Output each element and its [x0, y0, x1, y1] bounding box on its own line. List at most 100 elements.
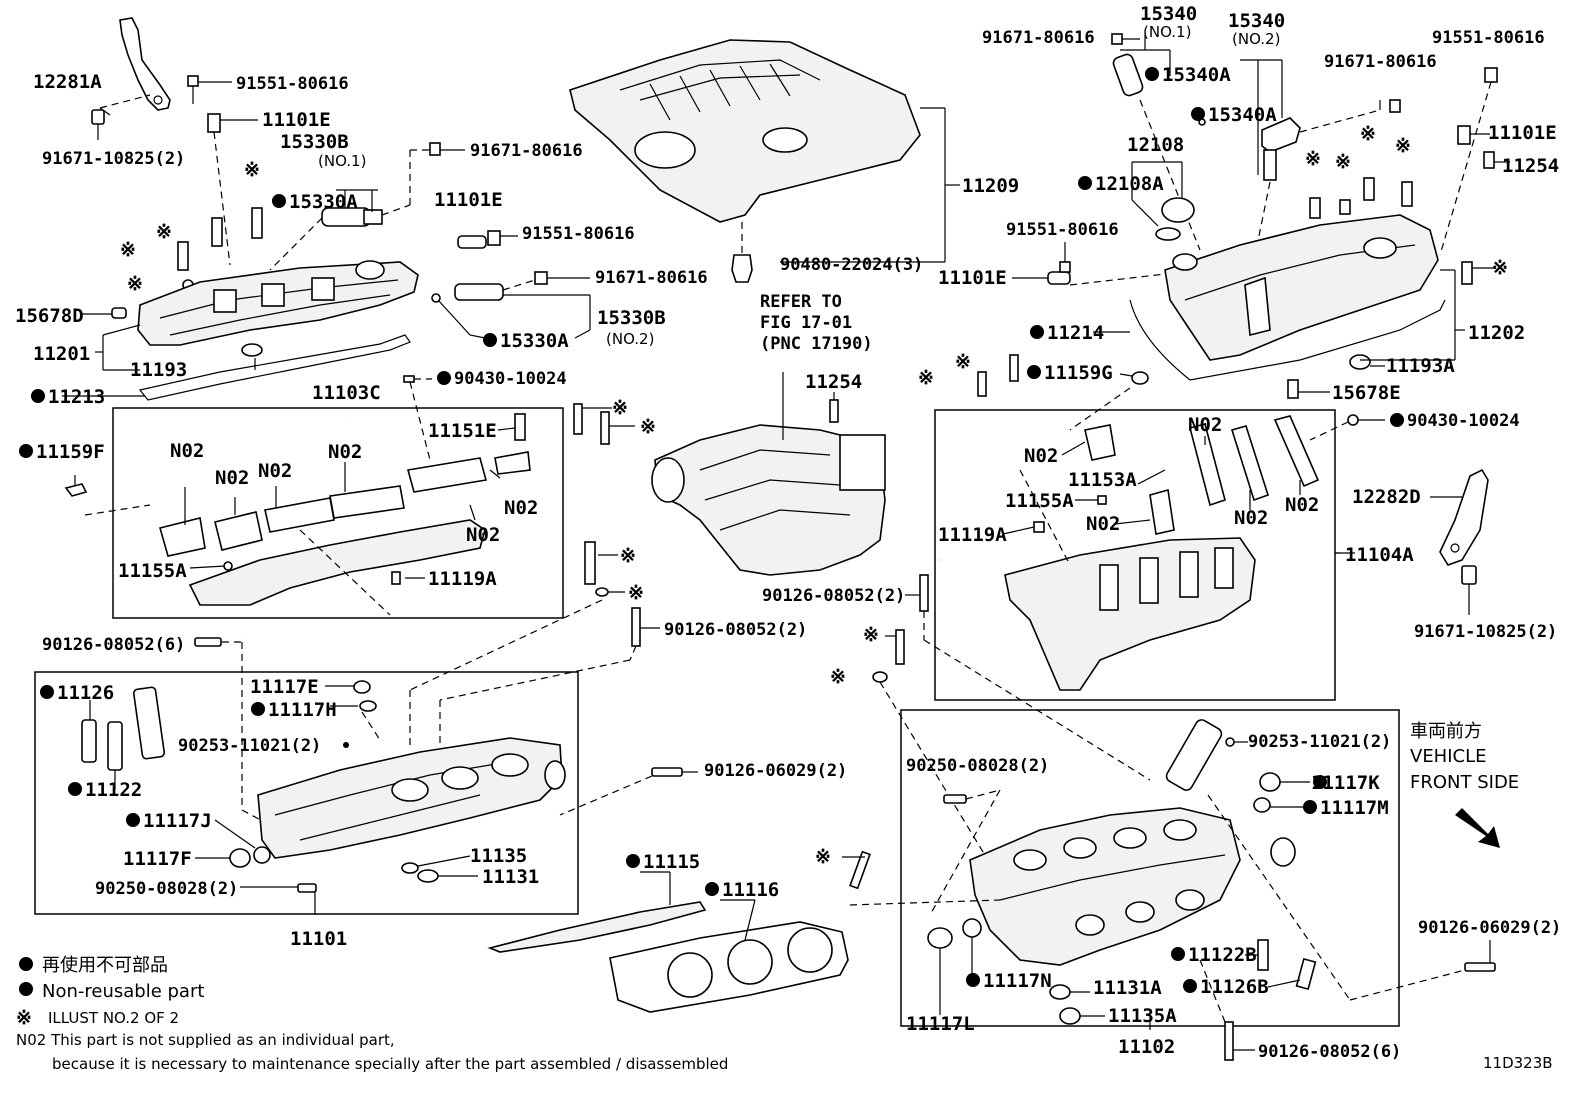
label-11117e: 11117E [250, 676, 319, 698]
bolts-11151e [497, 403, 635, 445]
label-n02-10: N02 [1234, 507, 1268, 529]
box-11103c [112, 407, 564, 619]
label-15678e: 15678E [1332, 382, 1401, 404]
intake-manifold [651, 372, 886, 576]
label-91551-80616-b: 91551-80616 [522, 224, 635, 244]
label-91551-80616-c: 91551-80616 [1432, 28, 1545, 48]
label-15330b-a: 15330B [280, 131, 349, 153]
camshaft-housing-right [1002, 387, 1355, 691]
label-11117j: 11117J [143, 810, 212, 832]
legend-en: Non-reusable part [42, 981, 204, 1002]
label-15678d: 15678D [15, 305, 84, 327]
star-mark: ※ [1395, 135, 1411, 157]
star-mark: ※ [628, 582, 644, 604]
cylinder-head-cover-11202 [1093, 214, 1465, 399]
label-15340-no2-no: (NO.2) [1232, 30, 1280, 48]
bolts-11159g [977, 354, 1149, 397]
star-mark: ※ [640, 416, 656, 438]
label-91671-80616-c: 91671-80616 [982, 28, 1095, 48]
star-mark: ※ [244, 159, 260, 181]
ocv-15340-no2 [1198, 59, 1381, 281]
label-15340-no2: 15340 [1228, 10, 1285, 32]
label-90126-08052-6-b: 90126-08052(6) [1258, 1042, 1401, 1062]
label-90126-06029-b: 90126-06029(2) [1418, 918, 1561, 938]
label-11131a: 11131A [1093, 977, 1162, 999]
label-n02-6: N02 [466, 524, 500, 546]
ocv-15330a-left [269, 142, 465, 271]
label-11151e: 11151E [428, 420, 497, 442]
label-n02-8: N02 [1024, 445, 1058, 467]
legend-dot-icon [19, 957, 33, 971]
label-11103c: 11103C [312, 382, 381, 404]
label-91671-10825-a: 91671-10825(2) [42, 149, 185, 169]
label-11159g: 11159G [1044, 362, 1113, 384]
label-15330a-b: 15330A [500, 330, 569, 352]
brackets-11201-leads [62, 313, 256, 397]
vehicle-front-arrow-icon [1455, 808, 1500, 848]
label-11115: 11115 [643, 851, 700, 873]
grommet-90480 [731, 222, 753, 283]
direction-en-2: FRONT SIDE [1410, 772, 1519, 793]
ocv-11101e-right-center [1012, 242, 1201, 286]
nonreusable-dot-icon [1313, 775, 1327, 789]
label-n02-3: N02 [258, 460, 292, 482]
label-fig-17-01: FIG 17-01 [760, 313, 852, 333]
label-11254-a: 11254 [805, 371, 862, 393]
legend-n02-note-1: N02 This part is not supplied as an indi… [16, 1031, 395, 1049]
label-91671-80616-b: 91671-80616 [595, 268, 708, 288]
ocv-15330a-lower-left [431, 230, 591, 339]
legend-jp: 再使用不可部品 [42, 955, 168, 976]
bolt-91671-10825-left [91, 109, 105, 140]
label-90253-11021-a: 90253-11021(2) [178, 736, 321, 756]
star-mark: ※ [955, 351, 971, 373]
label-11122b: 11122B [1188, 944, 1257, 966]
label-11193a: 11193A [1386, 355, 1455, 377]
star-mark: ※ [918, 367, 934, 389]
nonreusable-dot-icon [40, 685, 54, 699]
label-11122: 11122 [85, 779, 142, 801]
label-11201: 11201 [33, 343, 90, 365]
label-11135a: 11135A [1108, 1005, 1177, 1027]
label-11101e-c: 11101E [938, 267, 1007, 289]
seal-11159f [64, 475, 151, 516]
label-15330a-a: 15330A [289, 191, 358, 213]
label-15340-no1: 15340 [1140, 3, 1197, 25]
label-90250-08028-b: 90250-08028(2) [906, 756, 1049, 776]
star-mark: ※ [156, 221, 172, 243]
nonreusable-dot-icon [1145, 67, 1159, 81]
label-11153a: 11153A [1068, 469, 1137, 491]
label-11117h: 11117H [268, 699, 337, 721]
gasket-11116 [609, 899, 849, 1013]
plug-90430-left [403, 375, 432, 461]
label-15330b-a-no: (NO.1) [318, 152, 366, 170]
plug-90430-right [1309, 414, 1385, 441]
nonreusable-dot-icon [1390, 413, 1404, 427]
bolt-center-star [872, 629, 1001, 881]
bracket-12282d [1430, 468, 1489, 615]
label-11155a-b: 11155A [1005, 490, 1074, 512]
nonreusable-dot-icon [1171, 947, 1185, 961]
star-mark: ※ [815, 846, 831, 868]
nonreusable-dot-icon [437, 371, 451, 385]
label-11117k: 11117K [1311, 772, 1380, 794]
label-91671-80616-a: 91671-80616 [470, 141, 583, 161]
gasket-11213 [138, 334, 411, 401]
label-11159f: 11159F [36, 441, 105, 463]
bolt-11101e-left [207, 113, 258, 266]
label-11101e-b: 11101E [434, 189, 503, 211]
label-15340a-2: 15340A [1208, 104, 1277, 126]
label-15330b-b-no: (NO.2) [606, 330, 654, 348]
star-mark: ※ [612, 397, 628, 419]
star-mark: ※ [830, 666, 846, 688]
label-11104a: 11104A [1345, 544, 1414, 566]
label-12282d: 12282D [1352, 486, 1421, 508]
nonreusable-dot-icon [705, 882, 719, 896]
label-15340a-1: 15340A [1162, 64, 1231, 86]
label-11193: 11193 [130, 359, 187, 381]
label-11101e-a: 11101E [262, 109, 331, 131]
label-n02-2: N02 [215, 467, 249, 489]
label-11135: 11135 [470, 845, 527, 867]
label-11254-b: 11254 [1502, 155, 1559, 177]
bracket-12281a [99, 17, 171, 111]
